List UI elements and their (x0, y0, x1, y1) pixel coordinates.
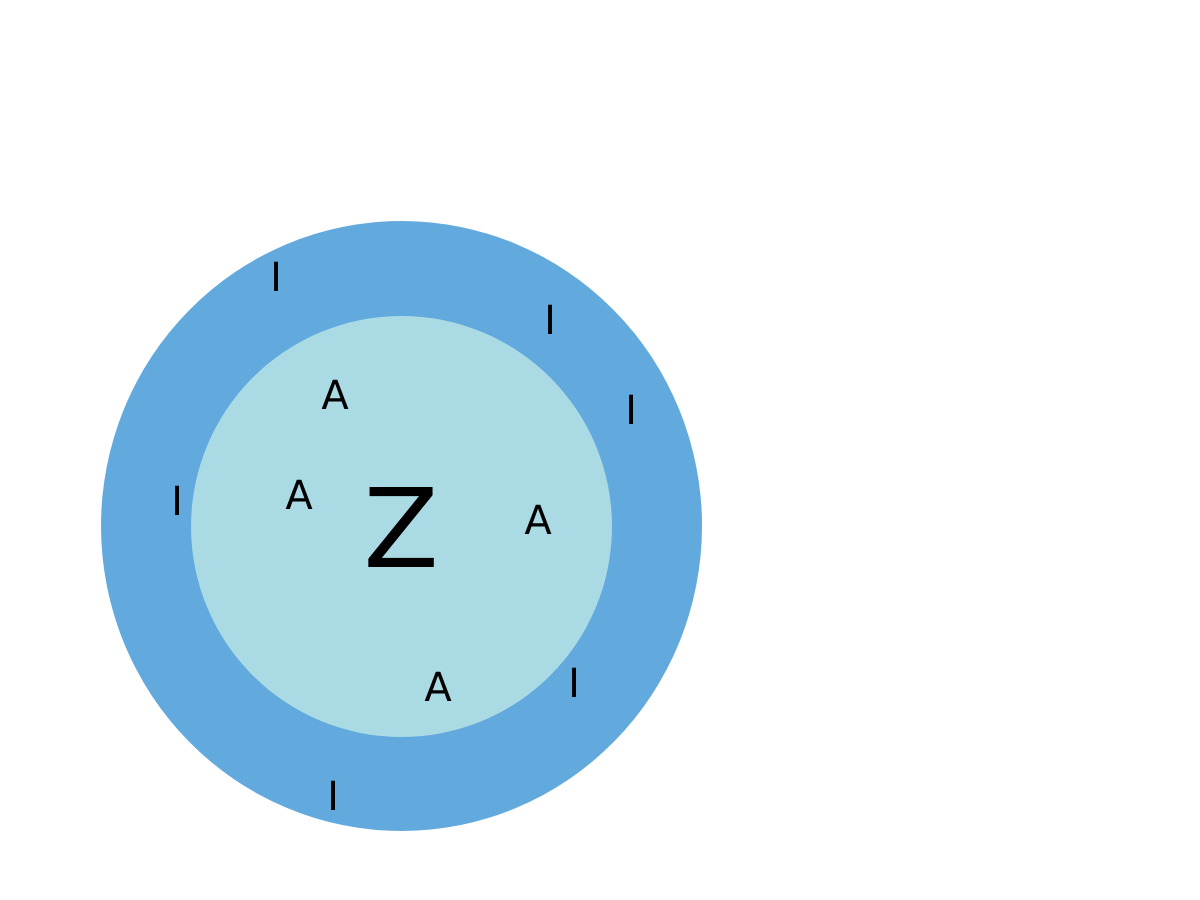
inner-label: A (321, 373, 349, 419)
outer-label: I (625, 388, 637, 434)
outer-label: I (270, 255, 282, 301)
outer-label: I (544, 298, 556, 344)
inner-label: A (285, 473, 313, 519)
outer-label: I (171, 479, 183, 525)
outer-label: I (327, 774, 339, 820)
inner-label: A (524, 498, 552, 544)
inner-label: A (424, 665, 452, 711)
inner-disc (191, 316, 612, 737)
outer-label: I (568, 661, 580, 707)
center-label: Z (363, 465, 439, 593)
